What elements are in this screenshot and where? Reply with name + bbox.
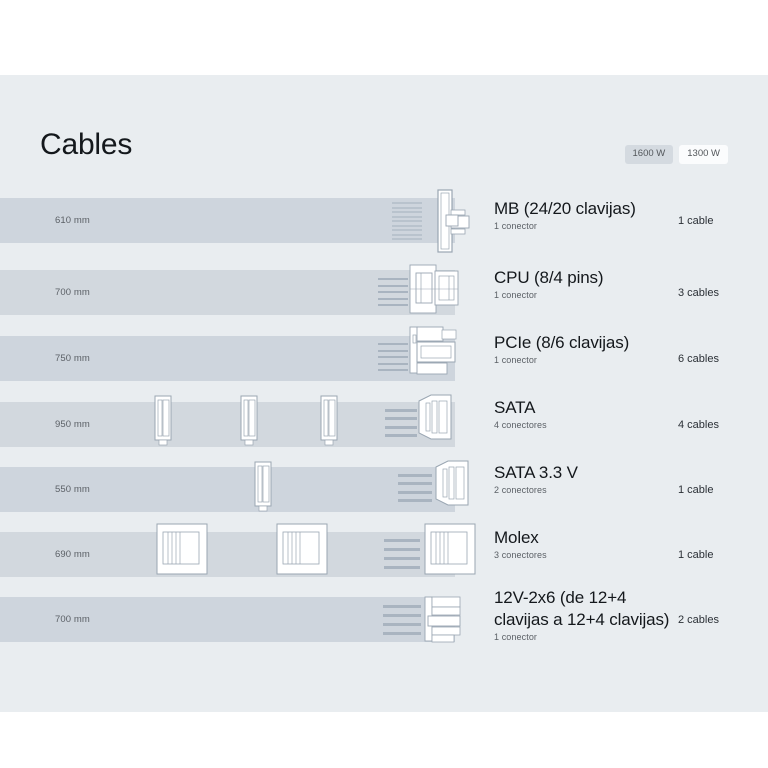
cable-quantity: 3 cables bbox=[678, 286, 719, 299]
inline-connector-molex bbox=[155, 522, 211, 578]
end-connector-12v2x6 bbox=[423, 593, 465, 647]
ribbon-wires bbox=[378, 343, 408, 371]
cable-quantity: 1 cable bbox=[678, 214, 714, 227]
wattage-badge-1300-w[interactable]: 1300 W bbox=[679, 145, 728, 164]
cable-length-band bbox=[0, 532, 455, 577]
cable-info: CPU (8/4 pins) 1 conector bbox=[494, 267, 674, 300]
cable-connector-count: 1 conector bbox=[494, 354, 538, 365]
page-title: Cables bbox=[40, 128, 133, 161]
cable-quantity: 1 cable bbox=[678, 483, 714, 496]
cable-info: SATA 3.3 V 2 conectores bbox=[494, 462, 674, 495]
cable-connector-count: 4 conectores bbox=[494, 419, 547, 430]
cable-title: SATA bbox=[494, 398, 536, 417]
cable-info: 12V-2x6 (de 12+4 clavijas a 12+4 clavija… bbox=[494, 587, 674, 642]
end-connector-mb bbox=[420, 188, 472, 254]
cable-title: PCIe (8/6 clavijas) bbox=[494, 333, 630, 352]
cable-length-label: 550 mm bbox=[55, 483, 90, 495]
cable-length-label: 700 mm bbox=[55, 613, 90, 625]
panel-header: Cables 1600 W 1300 W bbox=[0, 75, 768, 195]
cable-connector-count: 1 conector bbox=[494, 220, 538, 231]
ribbon-wires bbox=[392, 202, 422, 240]
wattage-badge-1600-w[interactable]: 1600 W bbox=[624, 145, 674, 164]
cables-panel: Cables 1600 W 1300 W 610 mm MB (24/20 clav… bbox=[0, 75, 768, 712]
end-connector-pcie bbox=[408, 325, 460, 379]
inline-connector-sata bbox=[318, 393, 342, 447]
cable-length-label: 750 mm bbox=[55, 352, 90, 364]
cable-info: PCIe (8/6 clavijas) 1 conector bbox=[494, 332, 674, 365]
cable-connector-count: 3 conectores bbox=[494, 549, 547, 560]
inline-connector-sata bbox=[252, 459, 276, 513]
cable-info: Molex 3 conectores bbox=[494, 527, 674, 560]
cable-title: CPU (8/4 pins) bbox=[494, 268, 604, 287]
inline-connector-sata bbox=[152, 393, 176, 447]
cable-title: 12V-2x6 (de 12+4 clavijas a 12+4 clavija… bbox=[494, 588, 670, 629]
end-connector-sata bbox=[434, 459, 474, 511]
cable-info: MB (24/20 clavijas) 1 conector bbox=[494, 198, 674, 231]
cable-quantity: 2 cables bbox=[678, 613, 719, 626]
cable-quantity: 1 cable bbox=[678, 548, 714, 561]
cable-quantity: 4 cables bbox=[678, 418, 719, 431]
cable-title: MB (24/20 clavijas) bbox=[494, 199, 636, 218]
end-connector-cpu bbox=[408, 263, 462, 317]
inline-connector-sata bbox=[238, 393, 262, 447]
cable-quantity: 6 cables bbox=[678, 352, 719, 365]
ribbon-wires bbox=[383, 605, 421, 635]
ribbon-wires bbox=[384, 539, 420, 569]
cable-length-label: 690 mm bbox=[55, 548, 90, 560]
cable-length-label: 700 mm bbox=[55, 286, 90, 298]
cable-length-band bbox=[0, 597, 455, 642]
inline-connector-molex bbox=[275, 522, 331, 578]
ribbon-wires bbox=[385, 409, 417, 437]
wattage-badge-group: 1600 W 1300 W bbox=[624, 145, 728, 164]
cable-connector-count: 2 conectores bbox=[494, 484, 547, 495]
ribbon-wires bbox=[378, 278, 408, 306]
cable-title: SATA 3.3 V bbox=[494, 463, 578, 482]
cable-connector-count: 1 conector bbox=[494, 631, 538, 642]
cable-length-band bbox=[0, 467, 455, 512]
end-connector-sata bbox=[417, 393, 457, 445]
cable-length-band bbox=[0, 402, 455, 447]
cable-length-band bbox=[0, 198, 455, 243]
cable-connector-count: 1 conector bbox=[494, 289, 538, 300]
end-connector-molex bbox=[423, 522, 479, 578]
ribbon-wires bbox=[398, 474, 432, 502]
cable-title: Molex bbox=[494, 528, 539, 547]
cable-info: SATA 4 conectores bbox=[494, 397, 674, 430]
cable-length-label: 950 mm bbox=[55, 418, 90, 430]
cable-length-label: 610 mm bbox=[55, 214, 90, 226]
